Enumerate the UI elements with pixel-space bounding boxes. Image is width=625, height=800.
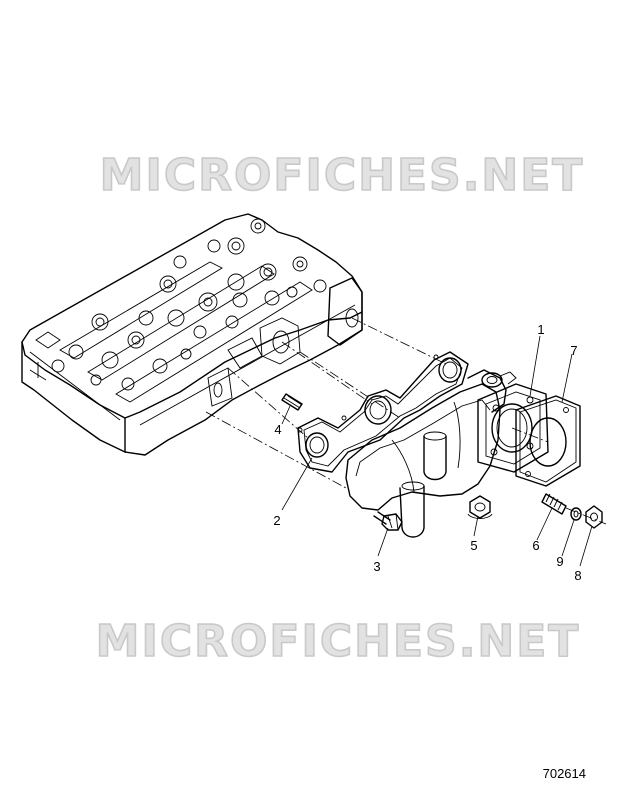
bolt-part-3 [373,511,403,531]
callout-9: 9 [556,554,563,569]
svg-text:MICROFICHES.NET: MICROFICHES.NET [96,616,581,667]
cylinder-head [21,213,363,456]
callout-4: 4 [274,422,281,437]
stud-part-6 [541,493,567,515]
svg-text:MICROFICHES.NET: MICROFICHES.NET [96,616,581,667]
stud-part-4 [281,393,303,411]
callout-8: 8 [574,568,581,583]
svg-text:MICROFICHES.NET: MICROFICHES.NET [100,150,585,201]
callout-1: 1 [537,322,544,337]
exhaust-gasket [297,351,469,473]
outlet-gasket [515,395,581,487]
callout-3: 3 [373,559,380,574]
callout-7: 7 [570,343,577,358]
watermark-top: MICROFICHES.NET MICROFICHES.NET [99,149,585,202]
svg-text:MICROFICHES.NET: MICROFICHES.NET [100,150,585,201]
callout-5: 5 [470,538,477,553]
watermark-bottom: MICROFICHES.NET MICROFICHES.NET [95,615,581,668]
callout-2: 2 [273,513,280,528]
leader-lines [281,335,593,567]
callout-6: 6 [532,538,539,553]
exhaust-manifold [345,369,549,538]
lock-washer-part-9 [570,507,582,521]
figure-number: 702614 [543,766,586,781]
assembly-centerlines [205,317,607,525]
flange-nut-part-5 [467,495,493,519]
